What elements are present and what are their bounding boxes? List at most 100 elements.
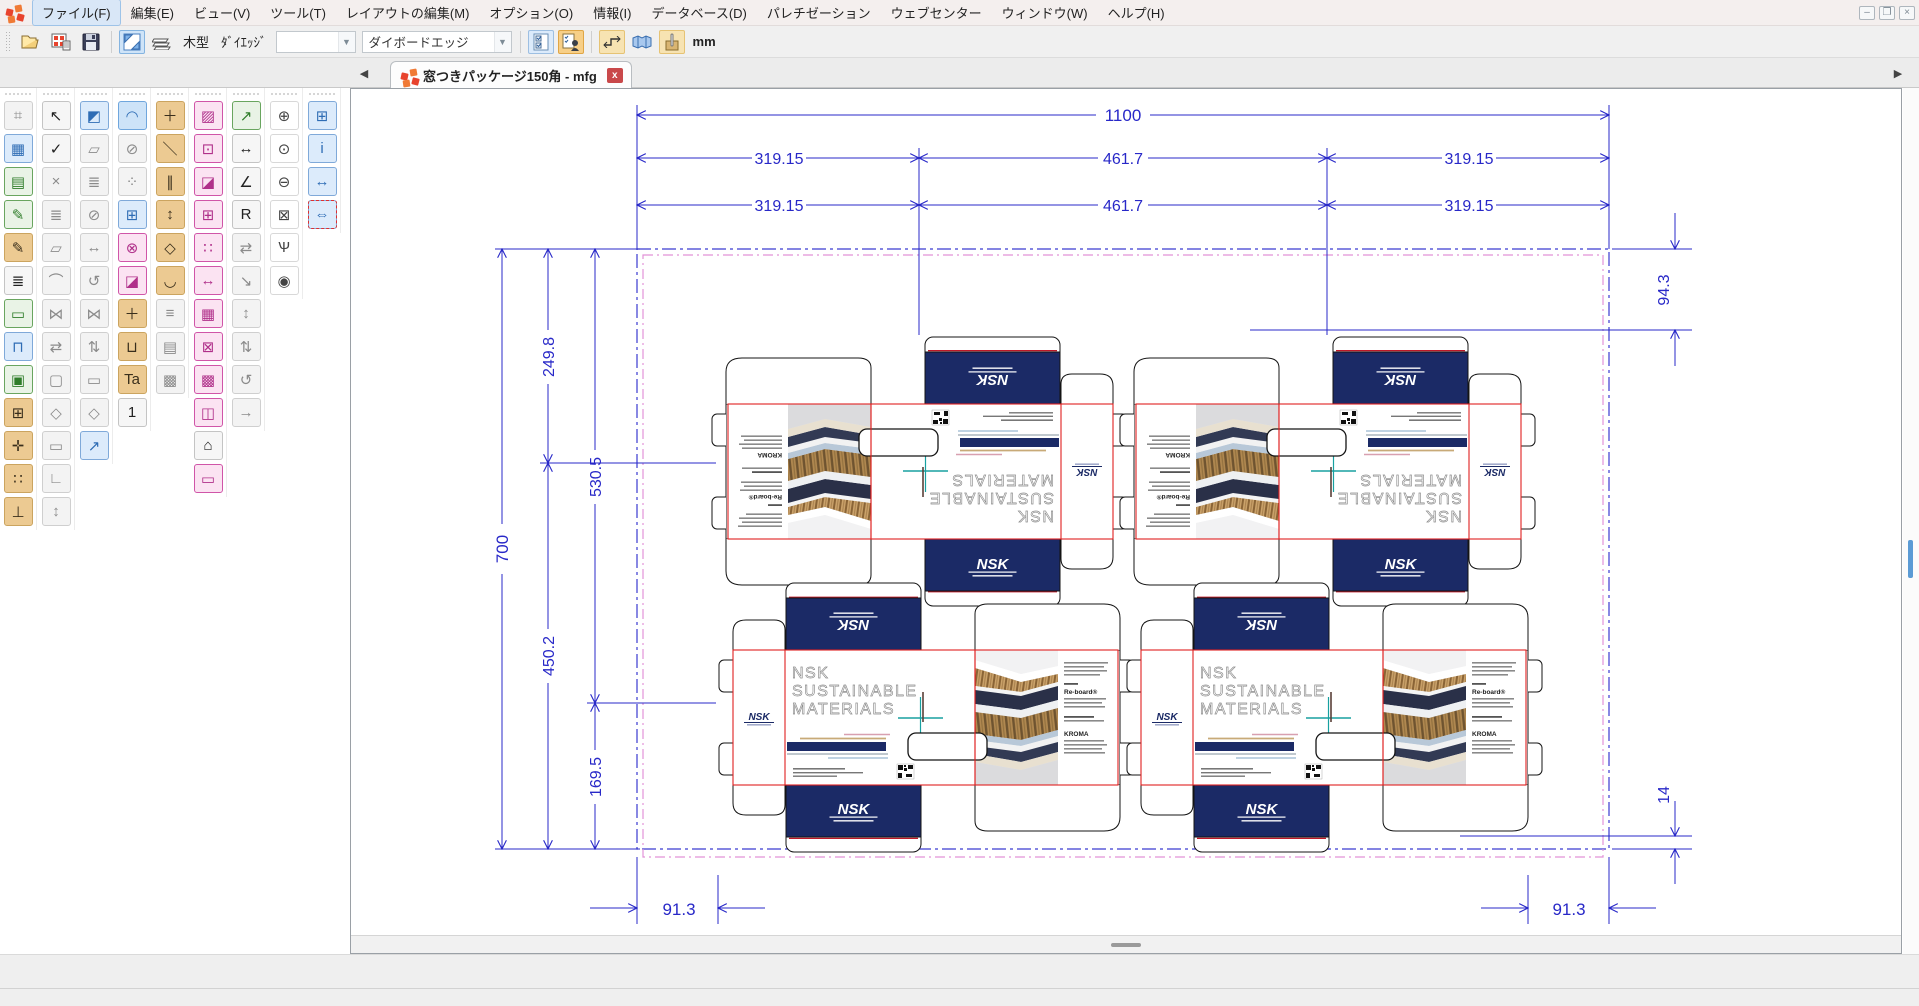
hatch-tool[interactable]: ▩ bbox=[193, 365, 223, 394]
measure-angle-tool[interactable]: ∠ bbox=[231, 167, 261, 196]
palette-grip[interactable] bbox=[270, 90, 298, 97]
carton-top-left[interactable] bbox=[712, 337, 1127, 606]
menu-6[interactable]: オプション(O) bbox=[489, 6, 574, 21]
pattern-tool[interactable]: ▩ bbox=[155, 365, 185, 394]
select-design-tool[interactable]: ◩ bbox=[79, 101, 109, 130]
palette-grip[interactable] bbox=[118, 90, 146, 97]
nesting-tool[interactable]: ⌗ bbox=[3, 101, 33, 130]
lasso-select-tool[interactable]: ◠ bbox=[117, 101, 147, 130]
add-dash-tool[interactable]: ⊞ bbox=[193, 200, 223, 229]
menu-8[interactable]: データベース(D) bbox=[651, 6, 747, 21]
path-tool[interactable]: ◇ bbox=[155, 233, 185, 262]
vertical-scrollbar[interactable] bbox=[1903, 88, 1919, 954]
move-design-tool[interactable]: ↔ bbox=[79, 233, 109, 262]
move-vert-tool[interactable]: ↕ bbox=[231, 299, 261, 328]
drawing-canvas[interactable]: NSK bbox=[350, 88, 1902, 954]
chevron-down-icon[interactable]: ▼ bbox=[337, 31, 355, 52]
menu-11[interactable]: ウィンドウ(W) bbox=[1001, 6, 1088, 21]
windows-layout-tool[interactable]: ⊞ bbox=[117, 200, 147, 229]
dieboard-edge-combo[interactable]: ダイボードエッジ▼ bbox=[361, 30, 512, 53]
add-flap-tool[interactable]: ＋ bbox=[117, 299, 147, 328]
move-rule-tool[interactable]: ↕ bbox=[155, 200, 185, 229]
remove-rounded-tool[interactable]: ⊗ bbox=[117, 233, 147, 262]
bridge-tool[interactable]: ⊓ bbox=[3, 332, 33, 361]
menu-12[interactable]: ヘルプ(H) bbox=[1107, 6, 1165, 21]
select-tool[interactable]: ↖ bbox=[41, 101, 71, 130]
menu-10[interactable]: ウェブセンター bbox=[890, 6, 982, 21]
tab-close-button[interactable]: x bbox=[606, 67, 623, 83]
view-mode-tool[interactable]: ◉ bbox=[269, 266, 299, 295]
zoom-marquee-button[interactable] bbox=[119, 29, 145, 54]
arc-tool[interactable]: ⌒ bbox=[41, 266, 71, 295]
select-check-tool[interactable]: ✓ bbox=[41, 134, 71, 163]
layout-manager-button[interactable] bbox=[48, 30, 74, 54]
rule-gauge-button[interactable] bbox=[658, 29, 685, 54]
corner-holes-tool[interactable]: ∷ bbox=[3, 464, 33, 493]
text-tool[interactable]: Ta bbox=[117, 365, 147, 394]
zoom-in-tool[interactable]: ⊕ bbox=[269, 101, 299, 130]
copy-designs-tool[interactable]: ▱ bbox=[79, 134, 109, 163]
menu-5[interactable]: レイアウトの編集(M) bbox=[345, 6, 470, 21]
tab-scroll-right-button[interactable]: ▶ bbox=[1893, 68, 1903, 80]
palette-grip[interactable] bbox=[4, 90, 32, 97]
scrollbar-grip[interactable] bbox=[1111, 943, 1141, 947]
frame-tool[interactable]: ▣ bbox=[3, 365, 33, 394]
lasso-remove-tool[interactable]: ⊘ bbox=[117, 134, 147, 163]
corner-generate-tool[interactable]: ◪ bbox=[193, 167, 223, 196]
carton-bottom-left[interactable] bbox=[719, 583, 1134, 852]
layers-button[interactable] bbox=[149, 30, 175, 54]
rotate-design-tool[interactable]: ↺ bbox=[79, 266, 109, 295]
palette-grip[interactable] bbox=[80, 90, 108, 97]
spin-tool[interactable]: ↺ bbox=[231, 365, 261, 394]
layout-doubles-tool[interactable]: ▦ bbox=[3, 134, 33, 163]
mirror-design-tool[interactable]: ⋈ bbox=[79, 299, 109, 328]
chevron-down-icon[interactable]: ▼ bbox=[493, 31, 511, 52]
exchange-tool[interactable]: ⇄ bbox=[41, 332, 71, 361]
horizontal-scrollbar[interactable] bbox=[351, 935, 1901, 953]
remove-design-tool[interactable]: ⊘ bbox=[79, 200, 109, 229]
move-diag-tool[interactable]: ⇄ bbox=[231, 233, 261, 262]
add-pin-tool[interactable]: ✛ bbox=[3, 431, 33, 460]
dots-grid-tool[interactable]: ⁘ bbox=[117, 167, 147, 196]
laser-output-tool[interactable]: ▭ bbox=[3, 299, 33, 328]
add-design-tool[interactable]: ⊞ bbox=[307, 101, 337, 130]
stripping-press-tool[interactable]: ⊥ bbox=[3, 497, 33, 526]
spacing-tool[interactable]: ↔ bbox=[307, 167, 337, 196]
menu-3[interactable]: ビュー(V) bbox=[193, 6, 251, 21]
bend-tool[interactable]: ↕ bbox=[41, 497, 71, 526]
restore-button[interactable]: ❐ bbox=[1879, 5, 1895, 20]
zoom-extents-tool[interactable]: ⊠ bbox=[269, 200, 299, 229]
edit-die-tool[interactable]: ✎ bbox=[3, 233, 33, 262]
group-tool[interactable]: ▭ bbox=[41, 431, 71, 460]
sheet-card-tool[interactable]: ▤ bbox=[155, 332, 185, 361]
move-right-tool[interactable]: → bbox=[231, 398, 261, 427]
shape-tool[interactable]: ◇ bbox=[79, 398, 109, 427]
swap-vert-tool[interactable]: ⇅ bbox=[231, 332, 261, 361]
mirror-tool[interactable]: ⋈ bbox=[41, 299, 71, 328]
diamond-tool[interactable]: ◇ bbox=[41, 398, 71, 427]
grid-fill-tool[interactable]: ▦ bbox=[193, 299, 223, 328]
menu-2[interactable]: 編集(E) bbox=[130, 6, 174, 21]
move-copy-tool[interactable]: ▱ bbox=[41, 233, 71, 262]
house-tool[interactable]: ⌂ bbox=[193, 431, 223, 460]
auto-repeat-tool[interactable]: ▨ bbox=[193, 101, 223, 130]
panel-split-tool[interactable]: ◫ bbox=[193, 398, 223, 427]
hook-cut-tool[interactable]: ◡ bbox=[155, 266, 185, 295]
dots-generate-tool[interactable]: ⊡ bbox=[193, 134, 223, 163]
sheet-output-tool[interactable]: ▤ bbox=[3, 167, 33, 196]
diagonal-cut-tool[interactable]: ＼ bbox=[155, 134, 185, 163]
stack-designs-tool[interactable]: ≣ bbox=[79, 167, 109, 196]
counter-number-tool[interactable]: 1 bbox=[117, 398, 147, 427]
swap-design-tool[interactable]: ⇅ bbox=[79, 332, 109, 361]
palette-grip[interactable] bbox=[308, 90, 336, 97]
blank-size-button[interactable] bbox=[598, 29, 625, 54]
carton-bottom-right[interactable] bbox=[1127, 583, 1542, 852]
layers-tool[interactable]: ≣ bbox=[41, 200, 71, 229]
checklist-button[interactable] bbox=[527, 29, 554, 54]
counter-coil-tool[interactable]: ≣ bbox=[3, 266, 33, 295]
save-button[interactable] bbox=[78, 30, 104, 54]
zoom-window-tool[interactable]: ⊙ bbox=[269, 134, 299, 163]
rotate-angle-tool[interactable]: R bbox=[231, 200, 261, 229]
menu-1[interactable]: ファイル(F) bbox=[32, 0, 121, 26]
cross-out-tool[interactable]: ⊠ bbox=[193, 332, 223, 361]
